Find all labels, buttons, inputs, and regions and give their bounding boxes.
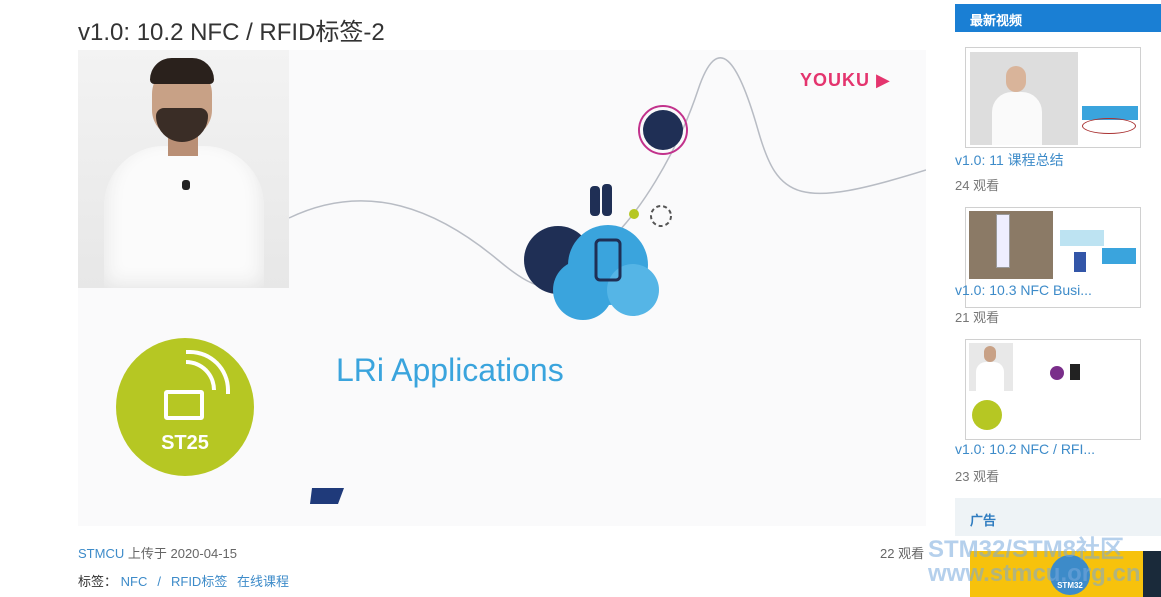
slide-graphics [288,57,926,320]
video-thumbnail-2[interactable] [965,207,1141,308]
site-watermark: STM32/STM8社区 www.stmcu.org.cn [928,536,1141,587]
tag-online-course[interactable]: 在线课程 [236,574,289,589]
video-player[interactable]: ST25 LRi Applications YOUKU ▶ [78,50,926,526]
ad-heading: 广告 [955,498,1161,536]
stm32-badge-icon: STM32 [1050,555,1090,595]
video-title-1[interactable]: v1.0: 11 课程总结 [955,152,1064,168]
share-node-icon [643,110,683,150]
st25-logo: ST25 [116,338,254,476]
view-count: 22 观看 [880,546,925,561]
upload-date: 2020-04-15 [170,546,237,561]
tag-rfid[interactable]: RFID标签 [170,574,228,589]
video-title-2[interactable]: v1.0: 10.3 NFC Busi... [955,282,1092,298]
st-logo-icon [308,486,348,512]
page-title: v1.0: 10.2 NFC / RFID标签-2 [78,19,385,46]
upload-info: STMCU 上传于 2020-04-15 [78,546,237,561]
video-title-3[interactable]: v1.0: 10.2 NFC / RFI... [955,441,1096,457]
video-thumbnail-3[interactable] [965,339,1141,440]
ad-banner[interactable]: STM32 [970,551,1161,597]
tag-list: 标签： NFC/RFID标签 在线课程 [78,574,289,589]
latest-videos-heading: 最新视频 [955,4,1161,32]
youku-watermark: YOUKU ▶ [800,70,891,90]
tag-nfc[interactable]: NFC [120,574,148,589]
video-views-2: 21 观看 [955,310,1000,325]
slide-heading: LRi Applications [336,352,564,388]
video-thumbnail-1[interactable] [965,47,1141,148]
video-views-1: 24 观看 [955,178,1000,193]
presenter-camera [78,50,289,288]
video-views-3: 23 观看 [955,469,1000,484]
uploader-link[interactable]: STMCU [78,546,125,561]
